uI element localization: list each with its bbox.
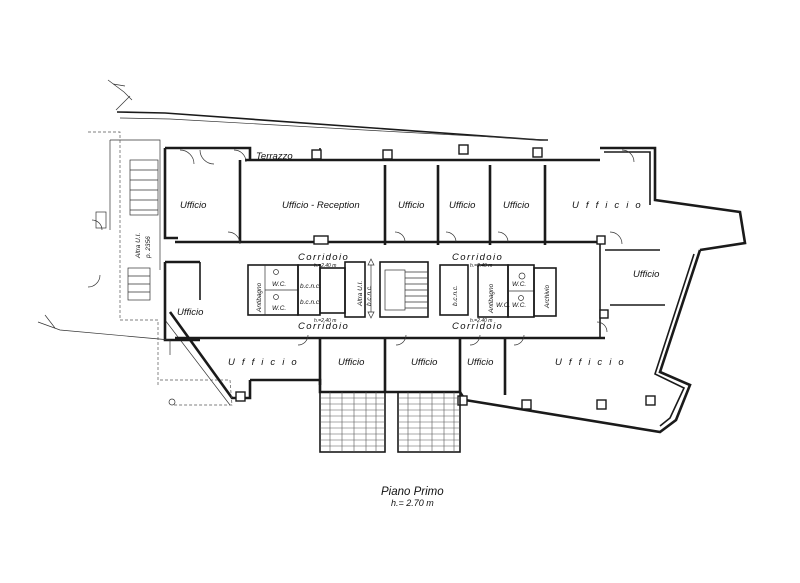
- label-corridor-height-3: h.=2.40 m: [314, 318, 336, 324]
- label-antibagno-left: Antibagno: [256, 282, 263, 313]
- label-corridor-height-1: h.=2.40 m: [314, 263, 336, 269]
- label-wc-1: W.C.: [272, 281, 286, 288]
- entrance-ramps: [319, 391, 461, 453]
- corridor-labels: Corridoio h.=2.40 m Corridoio h.=2.40 m …: [298, 252, 503, 332]
- service-labels: Antibagno W.C. W.C. b.c.n.c. b.c.n.c. Al…: [135, 233, 551, 314]
- room-labels: Terrazzo Ufficio Ufficio - Reception Uff…: [177, 151, 659, 368]
- label-ufficio-top-3: Ufficio: [503, 200, 529, 211]
- external-stair: [37, 131, 233, 406]
- label-wc-3: W.C.: [496, 302, 510, 309]
- label-ufficio-bottom-2: Ufficio: [411, 357, 437, 368]
- label-ufficio-top-2: Ufficio: [449, 200, 475, 211]
- label-corridoio-1: Corridoio: [298, 252, 349, 263]
- label-ufficio-bottom-3: Ufficio: [467, 357, 493, 368]
- label-ufficio-left: Ufficio: [177, 307, 203, 318]
- label-bcnc-3: b.c.n.c.: [452, 285, 459, 306]
- label-wc-5: W.C.: [512, 302, 526, 309]
- label-wc-2: W.C.: [272, 305, 286, 312]
- label-archivio: Archivio: [544, 284, 551, 309]
- stair-treads: [405, 271, 428, 309]
- service-core: [247, 261, 557, 318]
- label-corridoio-3: Corridoio: [298, 321, 349, 332]
- label-ufficio-top-1: Ufficio: [398, 200, 424, 211]
- label-bcnc-core: b.c.n.c.: [366, 285, 373, 306]
- label-corridor-height-2: h.=2.40 m: [470, 263, 492, 269]
- label-ufficio-bottom-left: U f f i c i o: [228, 357, 299, 368]
- label-antibagno-right: Antibagno: [488, 283, 495, 314]
- label-bcnc-1: b.c.n.c.: [300, 283, 321, 290]
- ramp-hatching: [320, 392, 460, 452]
- plan-title: Piano Primo: [381, 486, 444, 498]
- corridor-markers: [367, 258, 375, 319]
- label-corridor-height-4: h.=2.40 m: [470, 318, 492, 324]
- label-corridoio-4: Corridoio: [452, 321, 503, 332]
- label-reception: Ufficio - Reception: [282, 200, 360, 211]
- label-altra-ui-parcel: p. 2356: [145, 236, 152, 259]
- label-ufficio-bottom-1: Ufficio: [338, 357, 364, 368]
- label-wc-4: W.C.: [512, 281, 526, 288]
- label-bcnc-2: b.c.n.c.: [300, 299, 321, 306]
- label-altra-ui: Altra U.I.: [135, 233, 142, 259]
- plan-height-note: h.= 2.70 m: [391, 498, 434, 508]
- door-swings: [87, 149, 635, 346]
- label-ufficio-bottom-right: U f f i c i o: [555, 357, 626, 368]
- label-altra-ui-core: Altra U.I.: [357, 281, 364, 307]
- label-ufficio-right: Ufficio: [633, 269, 659, 280]
- title-block: Piano Primo h.= 2.70 m: [381, 486, 444, 508]
- label-corridoio-2: Corridoio: [452, 252, 503, 263]
- building-outline: [163, 146, 747, 434]
- label-terrazzo: Terrazzo: [256, 151, 293, 162]
- columns: [235, 144, 656, 410]
- label-ufficio-top-right: U f f i c i o: [572, 200, 643, 211]
- terrace-roof-lines: [107, 79, 549, 141]
- label-ufficio-top-left: Ufficio: [180, 200, 206, 211]
